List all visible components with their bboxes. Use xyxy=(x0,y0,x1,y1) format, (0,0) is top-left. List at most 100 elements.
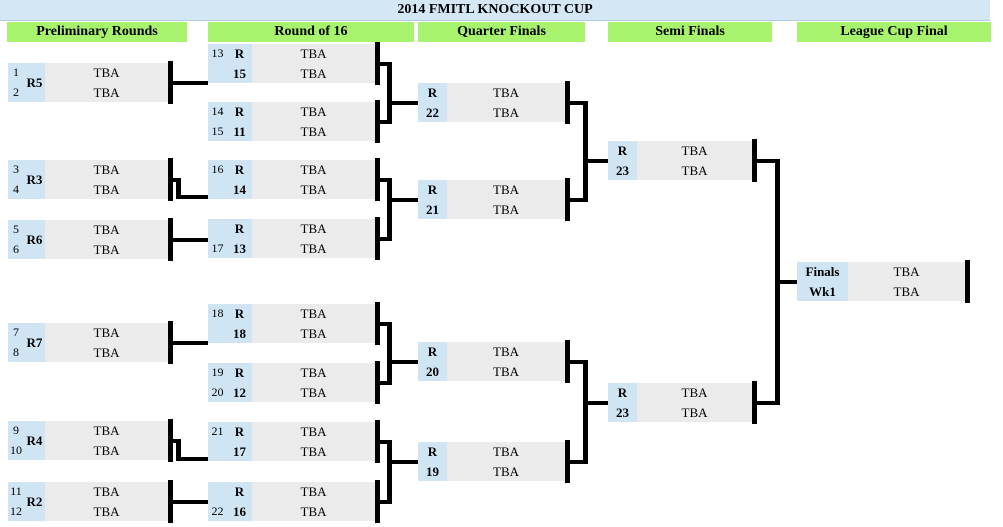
match-id-line: 16 xyxy=(233,503,246,519)
match-id-line: 22 xyxy=(426,104,439,120)
bracket-line-horizontal xyxy=(176,457,208,461)
match-id-line: R xyxy=(617,143,628,158)
team-slot: TBA xyxy=(493,444,519,459)
bracket-line-horizontal xyxy=(570,359,588,364)
bracket-line-horizontal xyxy=(392,197,418,202)
bracket-line-horizontal xyxy=(380,119,392,124)
match-numbers: 17 xyxy=(208,219,227,258)
winner-bar xyxy=(375,217,380,260)
match-id-line: 21 xyxy=(426,201,439,217)
match-id-label: R5 xyxy=(26,75,43,90)
match-number-top: 1 xyxy=(13,65,19,79)
bracket-line-horizontal xyxy=(380,321,392,326)
match-number-top: 13 xyxy=(211,46,224,60)
bracket-line-horizontal xyxy=(392,459,418,464)
match-id-line: 17 xyxy=(233,443,246,459)
winner-bar xyxy=(168,419,173,462)
match-number-bottom: 22 xyxy=(211,503,224,518)
team-slot: TBA xyxy=(493,463,519,479)
team-slot: TBA xyxy=(493,182,519,197)
page-title: 2014 FMITL KNOCKOUT CUP xyxy=(0,0,990,21)
match-number-top: 5 xyxy=(13,222,19,236)
match-id-line: R xyxy=(427,85,438,100)
bracket-line-horizontal xyxy=(757,400,780,405)
bracket-line-horizontal xyxy=(780,279,797,284)
bracket-line-vertical xyxy=(387,321,392,385)
match-id-line: 15 xyxy=(233,65,246,81)
match-id-line: 19 xyxy=(426,463,439,479)
bracket-line-vertical xyxy=(387,439,392,504)
team-slot: TBA xyxy=(93,84,120,100)
match-label-box: R 22 xyxy=(418,83,447,122)
match-number-bottom: 8 xyxy=(13,344,19,359)
team-slot: TBA xyxy=(300,240,327,256)
match-id-line: 18 xyxy=(233,325,246,341)
match-id-line: R xyxy=(234,306,245,321)
bracket-line-horizontal xyxy=(380,439,392,444)
bracket-line-horizontal xyxy=(173,499,208,504)
match-number-bottom: 15 xyxy=(211,123,224,138)
bracket-line-horizontal xyxy=(380,499,392,504)
match-number-top: 11 xyxy=(10,484,22,498)
winner-bar xyxy=(168,218,173,261)
team-slot: TBA xyxy=(300,384,327,400)
bracket-line-vertical xyxy=(775,158,780,405)
match-number-top: 14 xyxy=(211,104,224,118)
team-slot: TBA xyxy=(93,423,120,438)
match-id-line: R xyxy=(234,424,245,439)
match-id-line: 11 xyxy=(233,123,246,139)
match-numbers: 13 xyxy=(208,44,227,83)
match-id-line: R xyxy=(427,182,438,197)
team-slot: TBA xyxy=(93,162,120,177)
winner-bar xyxy=(168,480,173,523)
bracket-line-horizontal xyxy=(173,237,208,242)
match-number-bottom: 4 xyxy=(13,181,19,196)
bracket-line-horizontal xyxy=(380,177,392,182)
winner-bar xyxy=(965,260,970,303)
bracket-line-vertical xyxy=(176,177,181,199)
team-slot: TBA xyxy=(493,363,519,379)
winner-bar xyxy=(168,321,173,364)
team-slot: TBA xyxy=(893,264,920,279)
match-number-bottom xyxy=(208,180,227,200)
match-id-label: R3 xyxy=(26,172,43,187)
bracket-line-horizontal xyxy=(173,340,208,345)
team-slot: TBA xyxy=(681,385,708,400)
bracket-line-horizontal xyxy=(176,195,208,199)
team-slots: TBA TBA xyxy=(447,442,565,481)
winner-bar xyxy=(375,100,380,143)
match-number-bottom: 17 xyxy=(211,240,224,255)
